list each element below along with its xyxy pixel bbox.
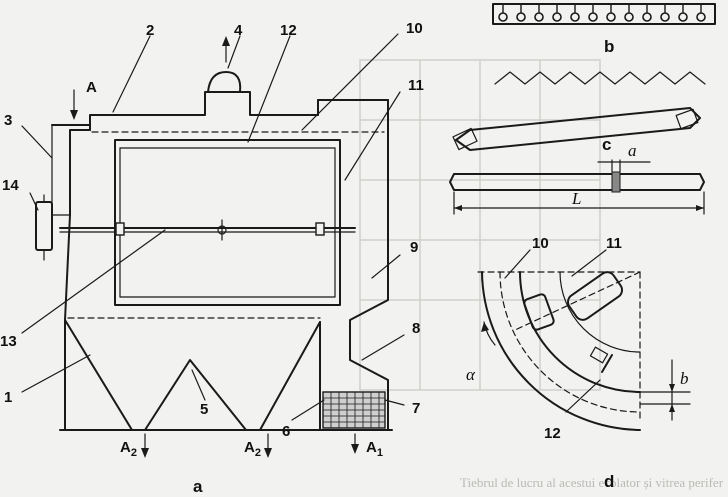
label-6: 6 xyxy=(282,423,290,440)
label-inlet-A: A xyxy=(86,79,97,96)
panel-label-a: a xyxy=(193,477,203,496)
strip-b-body xyxy=(492,3,716,25)
inner-arc xyxy=(519,271,641,393)
strip-hole xyxy=(516,12,526,22)
shaft-bearing-left xyxy=(115,222,125,236)
brush-head xyxy=(589,346,609,364)
strip-hole xyxy=(660,12,670,22)
inlet-arrow-head xyxy=(70,110,78,120)
radial-dashed xyxy=(514,271,641,331)
housing-right-wall xyxy=(349,99,389,431)
label-2: 2 xyxy=(146,22,154,39)
drum-arc-11 xyxy=(559,271,641,353)
strip-hole xyxy=(642,12,652,22)
dim-b-arrow-top xyxy=(669,384,675,392)
label-outlet-A2-mid: A2 xyxy=(244,439,261,459)
hopper-left-slope xyxy=(64,319,133,431)
panel-d-section: α b 10 11 12 d xyxy=(466,235,691,491)
filter-drum-12 xyxy=(114,139,341,306)
label-9: 9 xyxy=(410,239,418,256)
d-label-10: 10 xyxy=(532,235,549,252)
strip-hole xyxy=(606,12,616,22)
panel-label-c: c xyxy=(602,135,611,154)
housing-left-wall xyxy=(64,129,91,431)
outlet-a2-left-head xyxy=(141,448,149,458)
panel-b-strip: b xyxy=(492,3,716,56)
dim-label-a: a xyxy=(628,141,637,160)
panel-c-blades: c a L xyxy=(449,71,706,215)
exhaust-arrow-head xyxy=(222,36,230,46)
dim-label-b: b xyxy=(680,369,689,388)
label-4: 4 xyxy=(234,22,243,39)
blade-bar xyxy=(449,173,705,191)
label-11: 11 xyxy=(408,77,424,94)
housing-roof xyxy=(89,91,319,131)
footer-bleed-text: Tiebrul de lucru al acestui ecolator și … xyxy=(460,475,724,490)
strip-hole xyxy=(588,12,598,22)
strip-hole xyxy=(678,12,688,22)
label-5: 5 xyxy=(200,401,208,418)
panel-a-leader-lines xyxy=(21,33,405,421)
panel-label-b: b xyxy=(604,37,614,56)
hopper-right-slope xyxy=(259,321,321,431)
leader-d-11 xyxy=(571,249,607,277)
strip-hole xyxy=(570,12,580,22)
dim-label-L: L xyxy=(571,189,581,208)
label-8: 8 xyxy=(412,320,420,337)
twisted-strip-end-left xyxy=(452,127,478,151)
drive-motor-14 xyxy=(35,201,53,251)
panel-label-d: d xyxy=(604,472,614,491)
label-1: 1 xyxy=(4,389,12,406)
collection-grid-7 xyxy=(322,391,386,429)
dim-L-arrow-left xyxy=(454,205,462,211)
label-10: 10 xyxy=(406,20,423,37)
label-13: 13 xyxy=(0,333,17,350)
strip-hole xyxy=(696,12,706,22)
outlet-a2-mid-head xyxy=(264,448,272,458)
shaft-bearing-right xyxy=(315,222,325,236)
d-label-12: 12 xyxy=(544,425,561,442)
dashed-arc-10 xyxy=(499,271,641,413)
panel-a-filter: 2 4 12 10 11 A 3 14 13 9 8 7 1 5 6 A2 A2… xyxy=(0,20,424,496)
dim-L-arrow-right xyxy=(696,205,704,211)
dim-b-arrow-bottom xyxy=(669,404,675,412)
brush-arm xyxy=(601,354,613,373)
label-3: 3 xyxy=(4,112,12,129)
label-12: 12 xyxy=(280,22,297,39)
outer-arc xyxy=(481,271,641,431)
hopper-middle-5 xyxy=(144,359,247,431)
strip-b-holes xyxy=(498,4,706,22)
leader-d-12 xyxy=(565,379,601,413)
strip-hole xyxy=(624,12,634,22)
scraper-blade xyxy=(523,293,555,331)
label-7: 7 xyxy=(412,400,420,417)
twisted-strip xyxy=(455,107,701,151)
twisted-strip-end-right xyxy=(675,108,699,130)
leader-d-10 xyxy=(504,249,531,279)
strip-hole xyxy=(498,12,508,22)
angle-label-alpha: α xyxy=(466,365,476,384)
blade-bar-section-a xyxy=(611,171,621,193)
label-outlet-A1: A1 xyxy=(366,439,383,459)
background-bleed: Tiebrul de lucru al acestui ecolator și … xyxy=(359,59,724,490)
label-outlet-A2-left: A2 xyxy=(120,439,137,459)
strip-hole xyxy=(534,12,544,22)
outlet-a1-head xyxy=(351,444,359,454)
strip-hole xyxy=(552,12,562,22)
motor-housing-d xyxy=(566,271,624,321)
label-14: 14 xyxy=(2,177,19,194)
blade-sawtooth-row xyxy=(494,71,706,85)
angle-arrow xyxy=(481,322,489,332)
d-label-11: 11 xyxy=(606,235,622,252)
exhaust-outlet-4 xyxy=(207,71,242,93)
